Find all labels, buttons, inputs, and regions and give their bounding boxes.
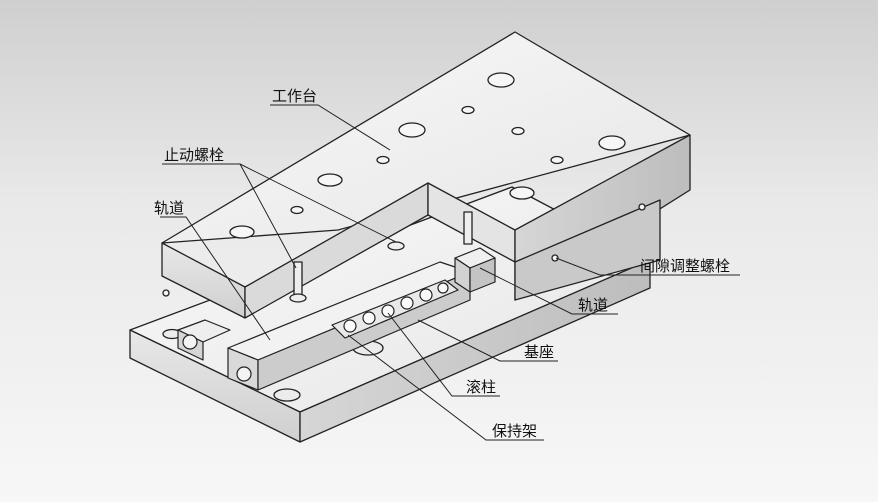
leader-gap-adjust xyxy=(555,257,740,276)
stop-bolt xyxy=(463,211,473,245)
tapped-hole xyxy=(290,205,304,215)
label-retainer: 保持架 xyxy=(492,422,537,440)
stop-bolts xyxy=(289,211,473,303)
roller-row xyxy=(343,282,449,333)
tapped-hole xyxy=(162,289,170,297)
base-mount-hole xyxy=(273,388,301,402)
stop-bolt-nut xyxy=(289,293,307,303)
counterbore-hole xyxy=(317,173,343,187)
roller xyxy=(437,282,449,294)
leader-retainer xyxy=(347,334,544,441)
stop-bolt-nut xyxy=(387,241,405,251)
counterbore-hole xyxy=(598,135,626,151)
adjust-block-side xyxy=(469,257,496,293)
leader-worktable xyxy=(270,104,391,151)
rail-end-screw xyxy=(182,334,198,350)
label-rail-right: 轨道 xyxy=(578,296,608,314)
leader-base xyxy=(417,319,558,362)
counterbore-hole xyxy=(398,122,426,138)
worktable-holes xyxy=(162,72,646,297)
worktable xyxy=(161,31,691,319)
tapped-hole xyxy=(461,105,475,115)
leader-lines xyxy=(160,104,740,441)
tapped-hole xyxy=(551,254,559,262)
leader-rail-left xyxy=(160,216,271,341)
base-right-face xyxy=(299,259,651,443)
tapped-hole xyxy=(376,155,390,165)
leader-stop-bolt-2 xyxy=(239,163,397,243)
roller xyxy=(381,304,395,318)
label-gap-adjust-bolt: 间隙调整螺栓 xyxy=(640,257,730,275)
tapped-hole xyxy=(638,203,646,211)
leader-roller xyxy=(387,312,500,397)
label-roller: 滚柱 xyxy=(466,378,496,396)
worktable-lower-right-face xyxy=(514,199,661,301)
labels: 工作台 止动螺栓 轨道 间隙调整螺栓 轨道 基座 滚柱 保持架 xyxy=(154,87,730,440)
tapped-hole xyxy=(511,126,525,136)
roller xyxy=(400,296,414,310)
label-rail-left: 轨道 xyxy=(154,199,184,217)
label-stop-bolt: 止动螺栓 xyxy=(164,146,224,164)
leader-rail-right xyxy=(479,267,618,315)
tapped-hole xyxy=(550,155,564,165)
rail-assembly xyxy=(177,247,496,391)
counterbore-hole xyxy=(229,225,255,239)
counterbore-hole xyxy=(509,186,535,200)
roller xyxy=(419,288,433,302)
rail-end-screw xyxy=(236,366,252,382)
roller xyxy=(362,311,376,325)
counterbore-hole xyxy=(487,72,515,88)
label-base: 基座 xyxy=(524,343,554,361)
roller xyxy=(343,319,357,333)
label-worktable: 工作台 xyxy=(272,87,317,105)
